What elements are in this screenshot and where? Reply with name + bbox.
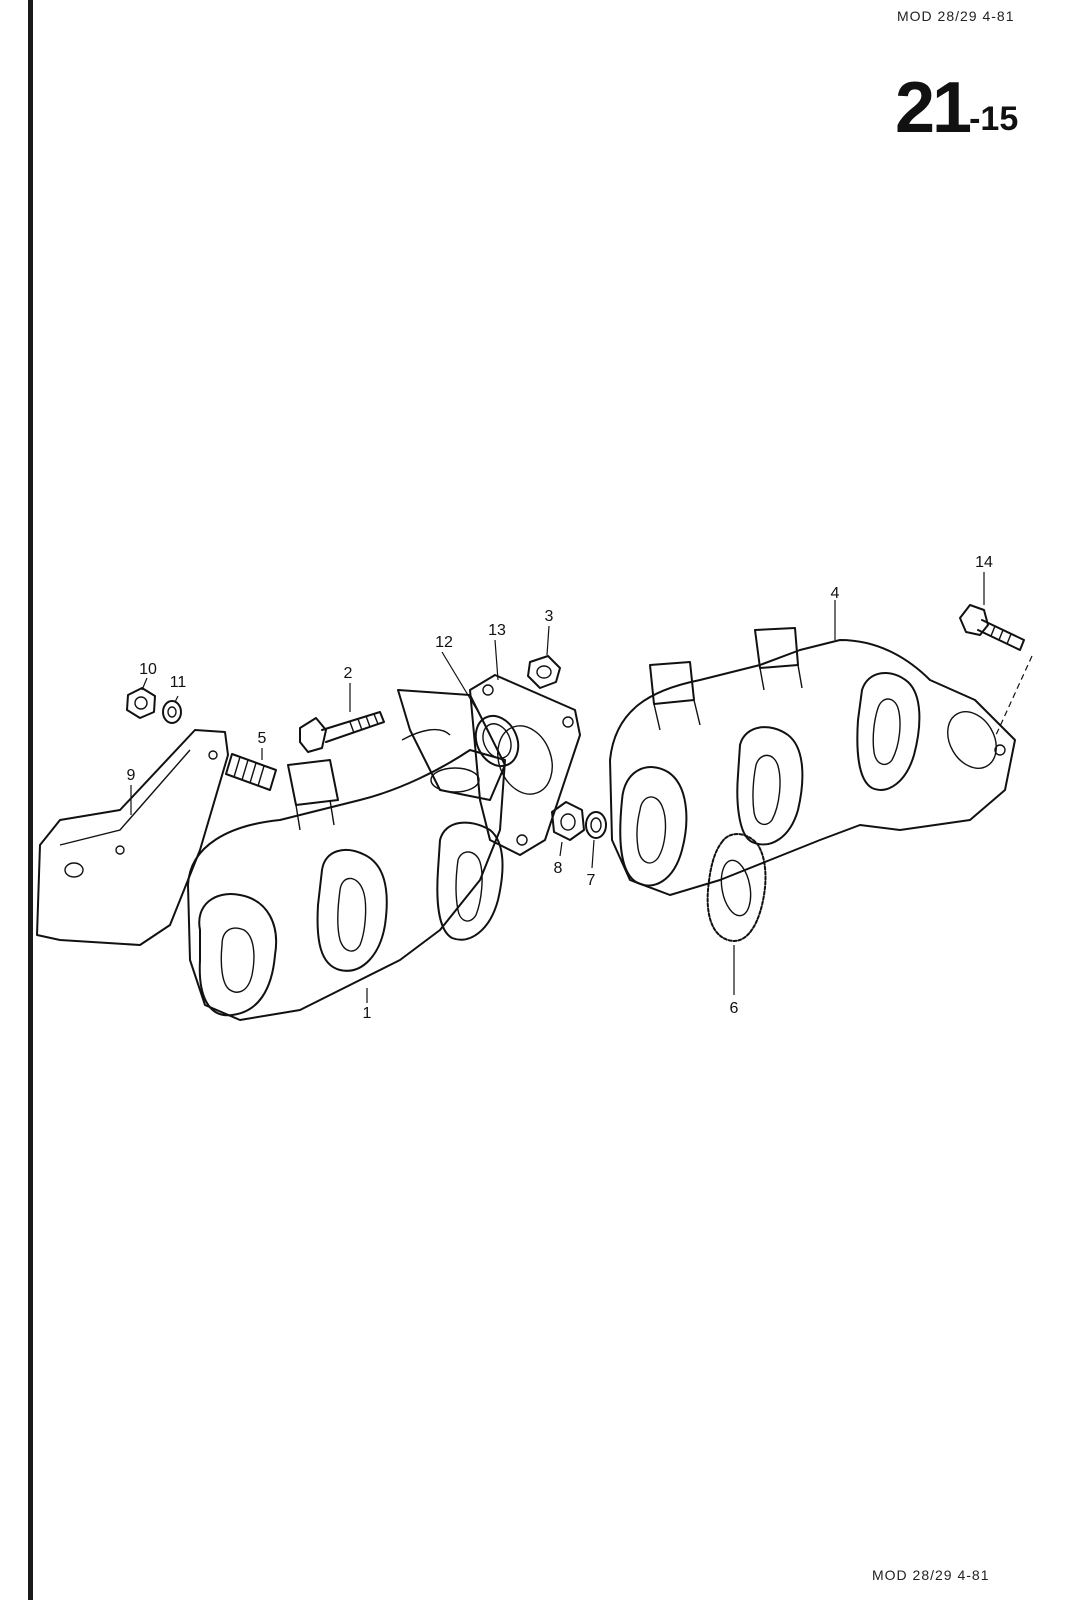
part-10-nut [126, 687, 156, 719]
leader-lines [130, 572, 985, 1003]
part-8-nut [551, 801, 585, 841]
page-number: 21-15 [895, 72, 1018, 144]
callout-11: 11 [170, 674, 187, 691]
callout-12: 12 [435, 634, 453, 651]
part-13-flange [469, 674, 581, 856]
callout-labels: 1 2 3 4 5 6 7 8 9 10 11 12 13 14 [127, 554, 993, 1022]
callout-6: 6 [730, 1000, 739, 1017]
part-12-seal-ring [474, 714, 520, 768]
callout-14: 14 [975, 554, 993, 571]
footer-model-code: MOD 28/29 4-81 [872, 1567, 990, 1583]
callout-1: 1 [363, 1005, 372, 1022]
callout-3: 3 [545, 608, 554, 625]
header-model-code: MOD 28/29 4-81 [897, 8, 1015, 24]
part-2-bolt [299, 711, 385, 753]
part-14-bolt [959, 604, 1033, 736]
page-number-main: 21 [895, 68, 972, 148]
callout-7: 7 [587, 872, 596, 889]
callout-9: 9 [127, 767, 136, 784]
callout-5: 5 [258, 730, 267, 747]
part-9-bracket [36, 729, 229, 946]
page-number-sub: -15 [969, 100, 1019, 138]
binding-edge [28, 0, 33, 1600]
part-7-washer [585, 811, 607, 839]
part-1-exhaust-manifold [187, 689, 506, 1021]
part-5-stud [225, 753, 277, 791]
part-3-nut [527, 655, 561, 689]
callout-2: 2 [344, 665, 353, 682]
callout-13: 13 [488, 622, 506, 639]
callout-4: 4 [831, 585, 840, 602]
part-4-exhaust-manifold [609, 627, 1016, 896]
callout-8: 8 [554, 860, 563, 877]
callout-10: 10 [139, 661, 157, 678]
part-11-washer [162, 700, 182, 724]
part-6-gasket [706, 833, 767, 942]
